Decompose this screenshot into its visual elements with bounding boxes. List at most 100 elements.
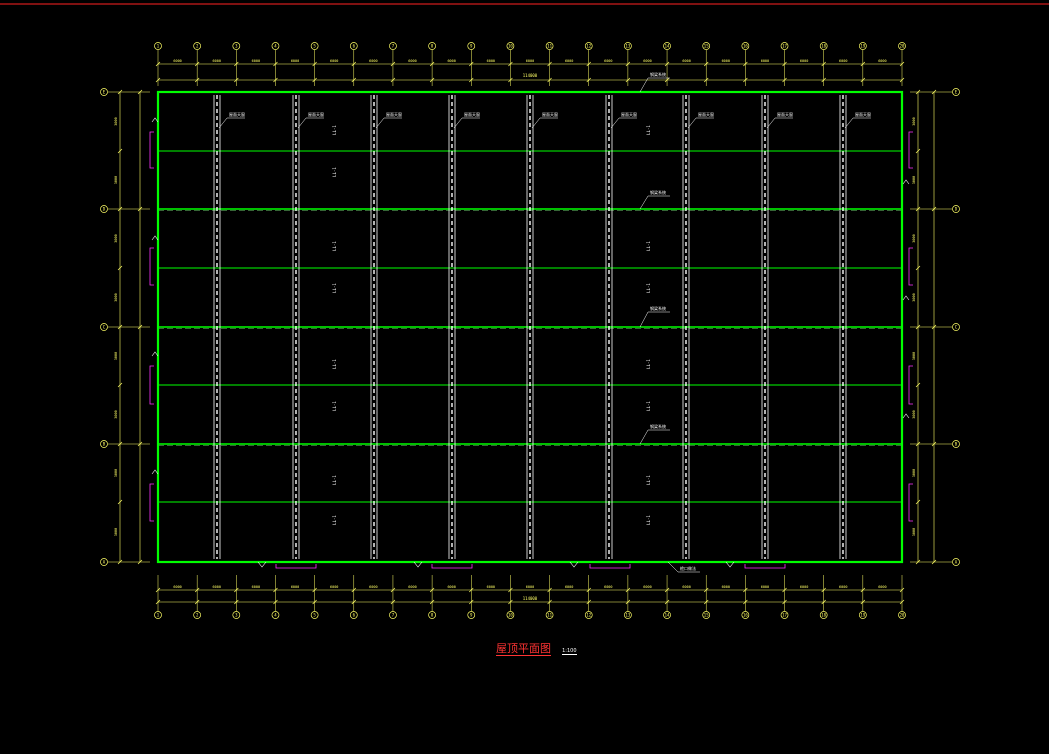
- bottom-bay-dim-text: 6000: [526, 585, 534, 589]
- dimension-tick: [194, 599, 200, 605]
- right-grid-bubble: [952, 440, 960, 448]
- dimension-tick: [117, 89, 123, 95]
- slope-arrow: [413, 561, 423, 568]
- bottom-grid-label: 8: [431, 613, 434, 618]
- right-grid-label: D: [955, 207, 958, 212]
- dimension-tick: [155, 599, 161, 605]
- dimension-tick: [234, 599, 239, 605]
- skylight-leader: [844, 117, 854, 129]
- bottom-grid-label: 4: [274, 613, 277, 618]
- dimension-tick: [155, 587, 161, 593]
- bottom-grid-bubble: [780, 611, 789, 619]
- left-grid-label: E: [103, 90, 106, 95]
- bottom-bay-dim-text: 6000: [800, 585, 808, 589]
- top-grid-label: 11: [547, 44, 552, 49]
- top-grid-label: 20: [900, 44, 905, 49]
- top-grid-bubble: [271, 42, 280, 50]
- top-grid-label: 15: [704, 44, 709, 49]
- top-grid-bubble: [310, 42, 319, 50]
- left-grid-label: B: [103, 442, 106, 447]
- left-row-dim-text: 3000: [114, 117, 118, 125]
- top-bay-dim-text: 6000: [213, 59, 221, 63]
- right-grid-bubble: [952, 205, 960, 213]
- left-row-dim-text: 3000: [114, 352, 118, 360]
- dimension-tick: [899, 77, 905, 83]
- slope-arrow: [257, 561, 267, 568]
- top-grid-label: 4: [274, 44, 277, 49]
- slope-arrow: [902, 413, 910, 419]
- dimension-tick: [915, 206, 921, 212]
- dimension-tick: [508, 61, 513, 67]
- dimension-tick: [703, 61, 709, 67]
- dimension-tick: [782, 77, 787, 83]
- slope-arrow: [151, 469, 159, 475]
- right-grid-label: E: [955, 90, 958, 95]
- dimension-tick: [312, 77, 317, 83]
- bottom-grid-bubble: [898, 611, 906, 619]
- skylight-label: 屋面天窗: [621, 111, 637, 117]
- dimension-tick: [931, 441, 937, 447]
- top-grid-bubble: [898, 42, 906, 50]
- bottom-bay-dim-text: 6000: [565, 585, 573, 589]
- dimension-tick: [899, 587, 905, 593]
- dimension-tick: [234, 61, 239, 67]
- bracing-label: LL-1: [646, 241, 651, 251]
- dimension-tick: [390, 587, 396, 593]
- bracing-label: LL-1: [332, 125, 337, 135]
- dimension-tick: [117, 324, 123, 330]
- bracing-label: LL-1: [332, 283, 337, 293]
- top-bay-dim-text: 6000: [682, 59, 690, 63]
- dimension-tick: [821, 599, 826, 605]
- bottom-bay-dim-text: 6000: [252, 585, 260, 589]
- dimension-tick: [117, 441, 123, 447]
- bottom-bay-dim-text: 6000: [213, 585, 221, 589]
- top-grid-label: 10: [508, 44, 513, 49]
- top-total-dim-text: 114000: [523, 73, 538, 78]
- dimension-tick: [931, 559, 937, 565]
- dimension-tick: [117, 559, 123, 565]
- dimension-tick: [351, 587, 357, 593]
- top-grid-label: 8: [431, 44, 434, 49]
- top-grid-label: 3: [235, 44, 238, 49]
- right-row-dim-text: 3000: [912, 469, 916, 477]
- top-bay-dim-text: 6000: [408, 59, 416, 63]
- top-bay-dim-text: 6000: [722, 59, 730, 63]
- top-bay-dim-text: 6000: [252, 59, 260, 63]
- dimension-tick: [586, 587, 591, 593]
- bottom-grid-label: 2: [196, 613, 199, 618]
- dimension-tick: [915, 499, 921, 505]
- gutter-mark: [149, 131, 154, 169]
- top-grid-bubble: [545, 42, 554, 50]
- dimension-tick: [155, 77, 161, 83]
- skylight-label: 屋面天窗: [777, 111, 793, 117]
- dimension-tick: [547, 77, 552, 83]
- bracing-label: LL-1: [646, 475, 651, 485]
- dimension-tick: [312, 61, 317, 67]
- bottom-grid-label: 17: [782, 613, 787, 618]
- bracing-label: LL-1: [646, 125, 651, 135]
- dimension-tick: [429, 77, 435, 83]
- dimension-tick: [915, 559, 921, 565]
- gutter-mark: [431, 564, 473, 569]
- left-grid-bubble: [100, 323, 108, 331]
- bracing-label: LL-1: [332, 167, 337, 177]
- dimension-tick: [860, 61, 866, 67]
- beam-label: 钢梁系统: [650, 305, 666, 311]
- bracing-label: LL-1: [332, 359, 337, 369]
- top-grid-label: 17: [782, 44, 787, 49]
- dimension-tick: [390, 599, 396, 605]
- skylight-leader: [297, 117, 307, 129]
- dimension-tick: [782, 61, 787, 67]
- bottom-grid-label: 12: [586, 613, 591, 618]
- dimension-tick: [137, 89, 143, 95]
- beam-leader: [639, 311, 649, 328]
- top-bay-dim-text: 6000: [526, 59, 534, 63]
- top-bay-dim-text: 6000: [643, 59, 651, 63]
- bottom-grid-label: 18: [821, 613, 826, 618]
- dimension-tick: [625, 587, 631, 593]
- bottom-grid-label: 5: [313, 613, 316, 618]
- dimension-tick: [508, 599, 513, 605]
- bottom-bay-dim-text: 6000: [173, 585, 181, 589]
